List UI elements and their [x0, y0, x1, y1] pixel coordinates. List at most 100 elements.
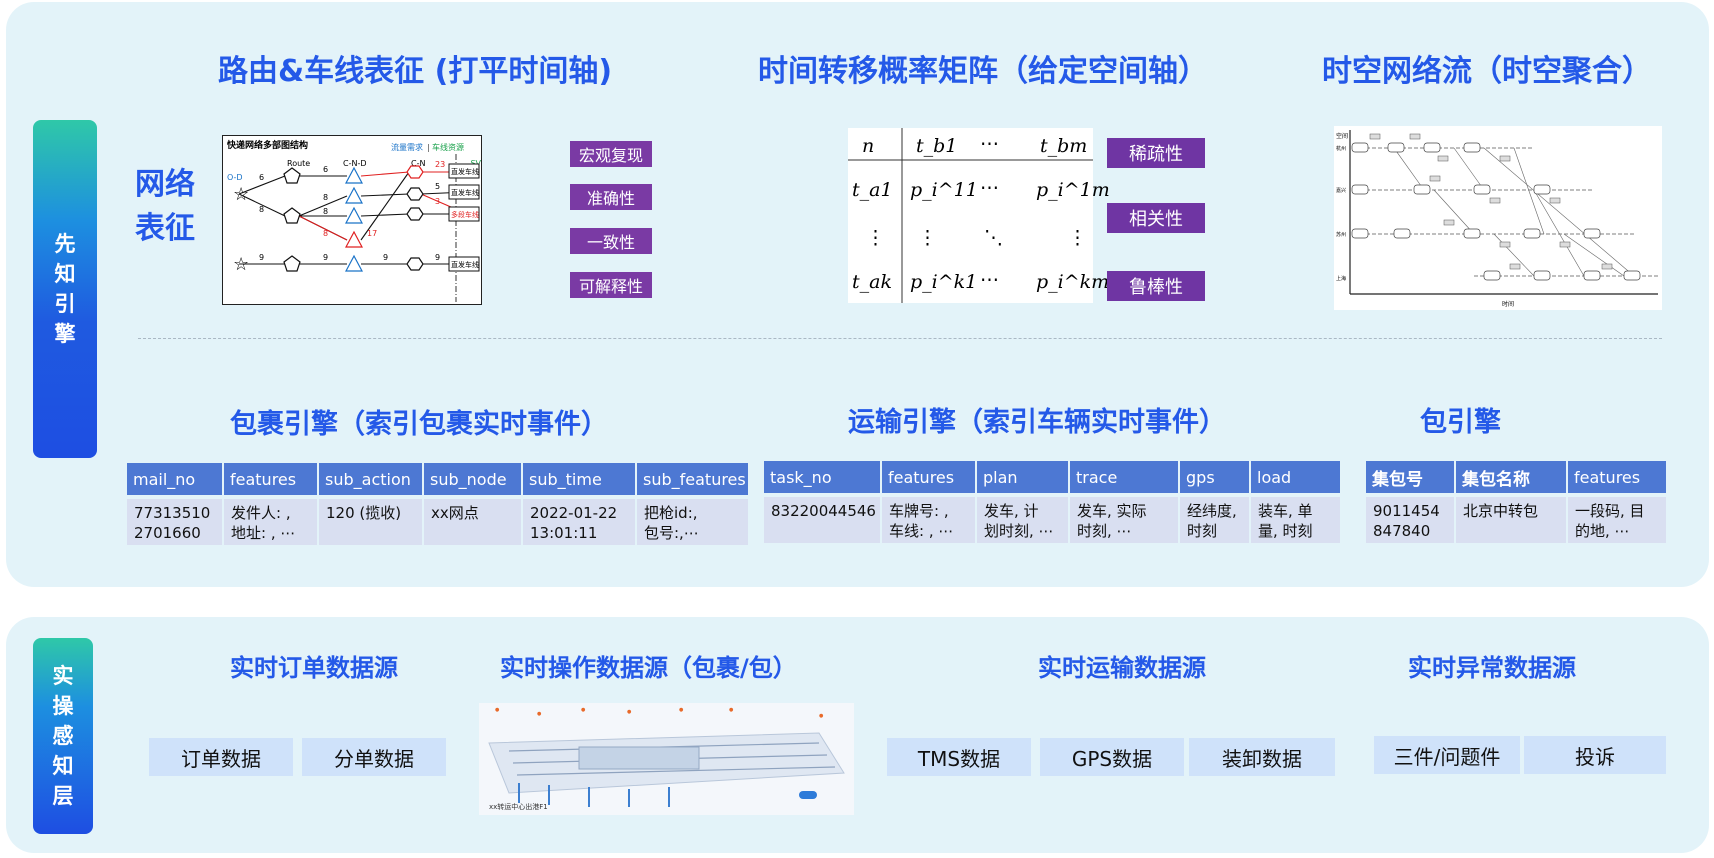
- edge-label: 8: [259, 205, 264, 214]
- problem-items-data-item: 三件/问题件: [1374, 736, 1520, 774]
- edge-label: 23: [435, 160, 445, 169]
- column-header: mail_no: [127, 463, 222, 499]
- route-representation-title: 路由&车线表征 (打平时间轴): [218, 54, 613, 89]
- column-header: plan: [977, 461, 1068, 497]
- column-header: 集包名称: [1456, 461, 1566, 497]
- matrix-cell: p_i^km: [1036, 271, 1109, 293]
- matrix-cell: p_i^11: [910, 179, 978, 201]
- matrix-cell: p_i^k1: [910, 271, 977, 293]
- edge-label: 9: [435, 253, 440, 262]
- flow-row-label: 嘉兴: [1336, 187, 1346, 194]
- column-header: sub_time: [523, 463, 635, 499]
- matrix-cell: n: [862, 135, 874, 157]
- multipartite-network-diagram: 快递网络多部图结构 流量需求 | 车线资源 O-D Route C-N-D C-…: [222, 135, 482, 305]
- table-cell: 2022-01-22 13:01:11: [523, 499, 635, 545]
- tag-robustness: 鲁棒性: [1107, 271, 1205, 301]
- table-row: 77313510 2701660 发件人: , 地址: , ⋯ 120 (揽收)…: [127, 499, 748, 545]
- table-cell: 装车, 单 量, 时刻: [1251, 497, 1340, 543]
- column-header: features: [1568, 461, 1666, 497]
- table-cell: xx网点: [424, 499, 521, 545]
- table-header-row: 集包号 集包名称 features: [1366, 461, 1666, 497]
- edge-label: 3: [435, 197, 440, 206]
- net-col-label: C-N: [411, 159, 425, 168]
- column-header: task_no: [764, 461, 880, 497]
- flow-row-label: 杭州: [1336, 145, 1346, 152]
- flow-row-label: 苏州: [1336, 231, 1346, 238]
- column-header: 集包号: [1366, 461, 1454, 497]
- order-source-title: 实时订单数据源: [230, 654, 398, 682]
- parcel-engine-table: mail_no features sub_action sub_node sub…: [125, 463, 750, 545]
- table-cell: 经纬度, 时刻: [1180, 497, 1249, 543]
- edge-label: 6: [323, 165, 328, 174]
- complaint-data-item: 投诉: [1524, 736, 1666, 774]
- tag-sparsity: 稀疏性: [1107, 138, 1205, 168]
- matrix-cell: ⋮: [1068, 227, 1087, 249]
- floorplan-caption: xx转运中心出港F1: [489, 802, 548, 811]
- bag-engine-table: 集包号 集包名称 features 9011454 847840 北京中转包 一…: [1364, 461, 1668, 543]
- matrix-cell: ⋮: [918, 227, 937, 249]
- order-data-item: 订单数据: [149, 738, 293, 776]
- perception-layer-panel: [6, 617, 1709, 853]
- flow-y-axis-label: 空间: [1336, 132, 1348, 140]
- table-row: 83220044546 车牌号: , 车线: , ⋯ 发车, 计 划时刻, ⋯ …: [764, 497, 1340, 543]
- table-cell: 9011454 847840: [1366, 497, 1454, 543]
- table-cell: 77313510 2701660: [127, 499, 222, 545]
- matrix-cell: t_ak: [852, 271, 892, 293]
- flow-row-label: 上海: [1336, 275, 1346, 282]
- parcel-engine-title: 包裹引擎（索引包裹实时事件）: [230, 409, 608, 440]
- matrix-cell: t_b1: [916, 135, 957, 157]
- svg-text:|: |: [427, 143, 430, 152]
- matrix-cell: ⋯: [980, 177, 999, 199]
- sv-box-label: 直发车线: [451, 260, 479, 269]
- edge-label: 6: [259, 173, 264, 182]
- network-representation-label: 网络表征: [135, 167, 195, 246]
- table-cell: 发件人: , 地址: , ⋯: [224, 499, 317, 545]
- net-col-label: C-N-D: [343, 159, 367, 168]
- table-cell: 120 (揽收): [319, 499, 422, 545]
- matrix-cell: p_i^1m: [1036, 179, 1110, 201]
- table-cell: 北京中转包: [1456, 497, 1566, 543]
- tag-macro-reproduction: 宏观复现: [570, 141, 652, 167]
- table-cell: 发车, 计 划时刻, ⋯: [977, 497, 1068, 543]
- column-header: features: [224, 463, 317, 499]
- sv-box-label: 多段车线: [451, 210, 479, 219]
- transport-engine-title: 运输引擎（索引车辆实时事件）: [848, 407, 1226, 438]
- edge-label: 9: [259, 253, 264, 262]
- svg-text:●: ●: [679, 707, 684, 713]
- split-order-data-item: 分单数据: [302, 738, 446, 776]
- tag-consistency: 一致性: [570, 228, 652, 254]
- net-col-label: Route: [287, 159, 310, 168]
- edge-label: 8: [323, 207, 328, 216]
- column-header: trace: [1070, 461, 1178, 497]
- transport-source-title: 实时运输数据源: [1038, 654, 1206, 682]
- edge-label: 8: [323, 229, 328, 238]
- transition-matrix-title: 时间转移概率矩阵（给定空间轴）: [758, 54, 1208, 89]
- tag-accuracy: 准确性: [570, 184, 652, 210]
- edge-label: 17: [367, 229, 377, 238]
- operation-source-title: 实时操作数据源（包裹/包）: [500, 654, 797, 682]
- tag-correlation: 相关性: [1107, 203, 1205, 233]
- svg-text:●: ●: [495, 707, 500, 713]
- matrix-cell: ⋯: [980, 133, 999, 155]
- table-cell: 把枪id:, 包号:,⋯: [637, 499, 748, 545]
- tms-data-item: TMS数据: [887, 738, 1031, 776]
- table-cell: 一段码, 目 的地, ⋯: [1568, 497, 1666, 543]
- svg-text:●: ●: [627, 709, 632, 715]
- table-cell: 车牌号: , 车线: , ⋯: [882, 497, 975, 543]
- sv-box-label: 直发车线: [451, 167, 479, 176]
- net-resource-label: 车线资源: [432, 142, 464, 152]
- spatiotemporal-flow-title: 时空网络流（时空聚合）: [1322, 54, 1652, 89]
- gps-data-item: GPS数据: [1040, 738, 1184, 776]
- column-header: features: [882, 461, 975, 497]
- table-header-row: task_no features plan trace gps load: [764, 461, 1340, 497]
- svg-text:●: ●: [819, 713, 824, 719]
- column-header: sub_action: [319, 463, 422, 499]
- matrix-cell: t_a1: [852, 179, 893, 201]
- column-header: load: [1251, 461, 1340, 497]
- spatiotemporal-network-flow-diagram: 空间 时间 杭州 嘉兴 苏州 上海: [1334, 126, 1662, 310]
- table-header-row: mail_no features sub_action sub_node sub…: [127, 463, 748, 499]
- section-divider: [138, 338, 1662, 339]
- edge-label: 8: [323, 193, 328, 202]
- table-cell: 83220044546: [764, 497, 880, 543]
- column-header: sub_features: [637, 463, 748, 499]
